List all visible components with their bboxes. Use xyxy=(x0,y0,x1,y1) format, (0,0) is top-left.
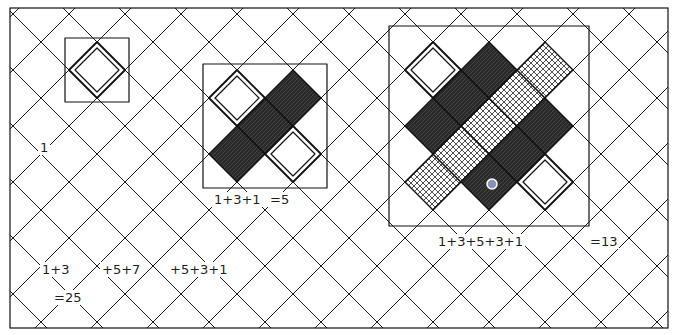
figure-five xyxy=(203,64,327,188)
sum-label: =13 xyxy=(588,234,619,249)
figure-one xyxy=(65,38,129,102)
sum-label: 1+3 xyxy=(40,262,71,277)
sum-label: 1+3+5+3+1 xyxy=(436,234,525,249)
sum-label: 1 xyxy=(38,140,50,155)
sum-label: +5+7 xyxy=(100,262,142,277)
diagonal-grid xyxy=(10,8,668,328)
figure-thirteen xyxy=(389,26,589,226)
sum-label: +5+3+1 xyxy=(168,262,230,277)
sum-label: 1+3+1 xyxy=(212,192,263,207)
sum-label: =5 xyxy=(268,192,291,207)
page-frame xyxy=(10,8,668,328)
sum-label: =25 xyxy=(52,290,83,305)
